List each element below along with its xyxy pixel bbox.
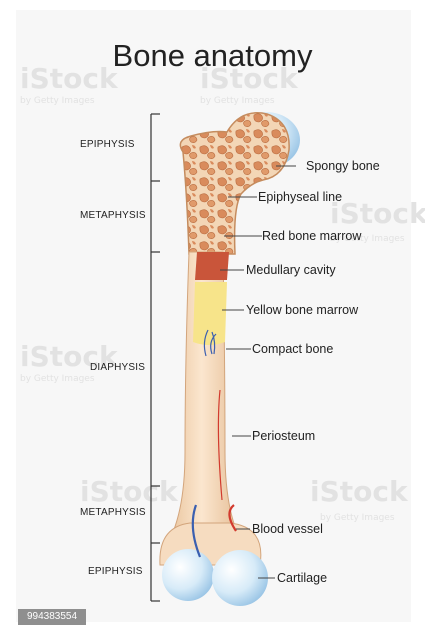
label-cartilage: Cartilage <box>277 571 327 585</box>
region-label: METAPHYSIS <box>80 507 146 518</box>
label-epiphyseal-line: Epiphyseal line <box>258 190 342 204</box>
region-label: EPIPHYSIS <box>80 139 135 150</box>
region-label: DIAPHYSIS <box>90 362 145 373</box>
image-id-badge: 994383554 <box>18 609 86 625</box>
label-red-bone-marrow: Red bone marrow <box>262 229 361 243</box>
label-compact-bone: Compact bone <box>252 342 333 356</box>
label-periosteum: Periosteum <box>252 429 315 443</box>
label-spongy-bone: Spongy bone <box>306 159 380 173</box>
label-medullary-cavity: Medullary cavity <box>246 263 336 277</box>
label-yellow-bone-marrow: Yellow bone marrow <box>246 303 358 317</box>
label-blood-vessel: Blood vessel <box>252 522 323 536</box>
region-label: EPIPHYSIS <box>88 566 143 577</box>
region-label: METAPHYSIS <box>80 210 146 221</box>
